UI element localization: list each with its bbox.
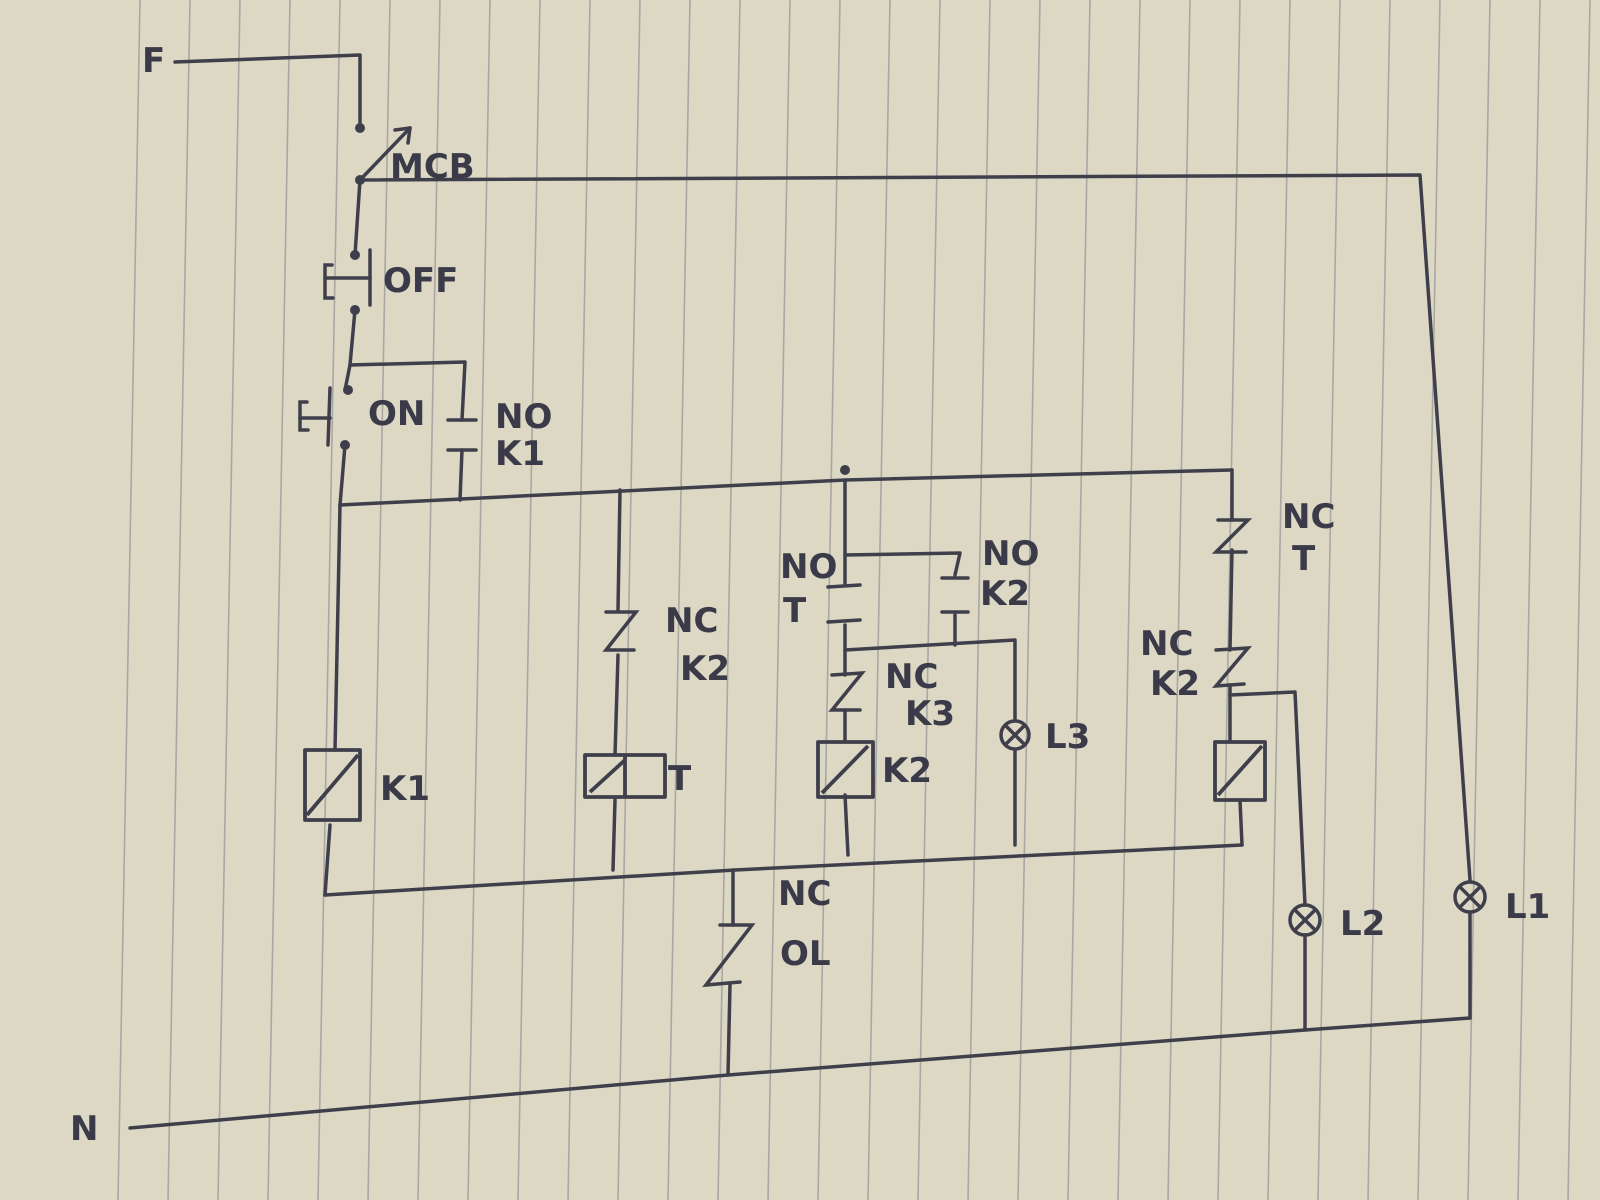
off-label: OFF bbox=[383, 261, 458, 301]
ruled-line bbox=[417, 0, 441, 1200]
k2-coil-label: K2 bbox=[882, 751, 932, 791]
ol-type: NC bbox=[778, 874, 831, 914]
ruled-line bbox=[567, 0, 591, 1200]
ruled-line bbox=[467, 0, 491, 1200]
ruled-line bbox=[1317, 0, 1341, 1200]
ruled-line bbox=[517, 0, 541, 1200]
ruled-line bbox=[617, 0, 641, 1200]
ruled-line bbox=[1567, 0, 1591, 1200]
labels: F N MCB OFF ON NO K1 NC K2 NO T NO K2 NC… bbox=[70, 41, 1550, 1149]
on-button-symbol bbox=[298, 386, 332, 447]
timer-nc-ref: K2 bbox=[680, 649, 730, 689]
ruled-line bbox=[117, 0, 141, 1200]
ruled-line bbox=[1217, 0, 1241, 1200]
ruled-line bbox=[717, 0, 741, 1200]
ruled-line bbox=[167, 0, 191, 1200]
k3-nc-ref: K3 bbox=[905, 694, 955, 734]
k1-hold-ref: K1 bbox=[495, 434, 545, 474]
junction-dots bbox=[340, 123, 850, 475]
coil-symbols bbox=[303, 740, 1267, 822]
k3-nc-type: NC bbox=[885, 657, 938, 697]
ruled-line bbox=[1417, 0, 1441, 1200]
ruled-line bbox=[1167, 0, 1191, 1200]
neutral-label: N bbox=[70, 1109, 98, 1149]
ruled-line bbox=[367, 0, 391, 1200]
mcb-label: MCB bbox=[390, 147, 475, 187]
ruled-line bbox=[867, 0, 891, 1200]
ruled-line bbox=[967, 0, 991, 1200]
off-button-symbol bbox=[323, 248, 372, 307]
k1-coil-label: K1 bbox=[380, 769, 430, 809]
ol-ref: OL bbox=[780, 934, 831, 974]
ruled-line bbox=[917, 0, 941, 1200]
k2-hold-type: NO bbox=[982, 534, 1039, 574]
ruled-line bbox=[267, 0, 291, 1200]
k3-nc-k2-type: NC bbox=[1140, 624, 1193, 664]
no-contact-symbols bbox=[446, 418, 970, 624]
k3-nc-k2-ref: K2 bbox=[1150, 664, 1200, 704]
k2-no-t-ref: T bbox=[783, 591, 807, 631]
l2-label: L2 bbox=[1340, 904, 1385, 944]
ruled-line bbox=[1517, 0, 1541, 1200]
ruled-line bbox=[1017, 0, 1041, 1200]
ruled-line bbox=[1267, 0, 1291, 1200]
nc-contact-symbols bbox=[602, 518, 1253, 988]
ruled-line bbox=[217, 0, 241, 1200]
l3-label: L3 bbox=[1045, 717, 1090, 757]
k3-nc-t-ref: T bbox=[1292, 539, 1316, 579]
ruled-lines bbox=[117, 0, 1591, 1200]
mcb-symbol bbox=[358, 126, 412, 182]
ruled-line bbox=[667, 0, 691, 1200]
on-label: ON bbox=[368, 394, 425, 434]
ruled-line bbox=[767, 0, 791, 1200]
lamp-symbols bbox=[999, 719, 1487, 937]
phase-label: F bbox=[142, 41, 165, 81]
k2-no-t-type: NO bbox=[780, 547, 837, 587]
ruled-line bbox=[1067, 0, 1091, 1200]
ruled-line bbox=[317, 0, 341, 1200]
timer-coil-label: T bbox=[668, 759, 692, 799]
k2-hold-ref: K2 bbox=[980, 574, 1030, 614]
ruled-line bbox=[1117, 0, 1141, 1200]
k3-nc-t-type: NC bbox=[1282, 497, 1335, 537]
ruled-line bbox=[1367, 0, 1391, 1200]
k1-hold-type: NO bbox=[495, 397, 552, 437]
l1-label: L1 bbox=[1505, 887, 1550, 927]
ruled-line bbox=[817, 0, 841, 1200]
timer-nc-type: NC bbox=[665, 601, 718, 641]
